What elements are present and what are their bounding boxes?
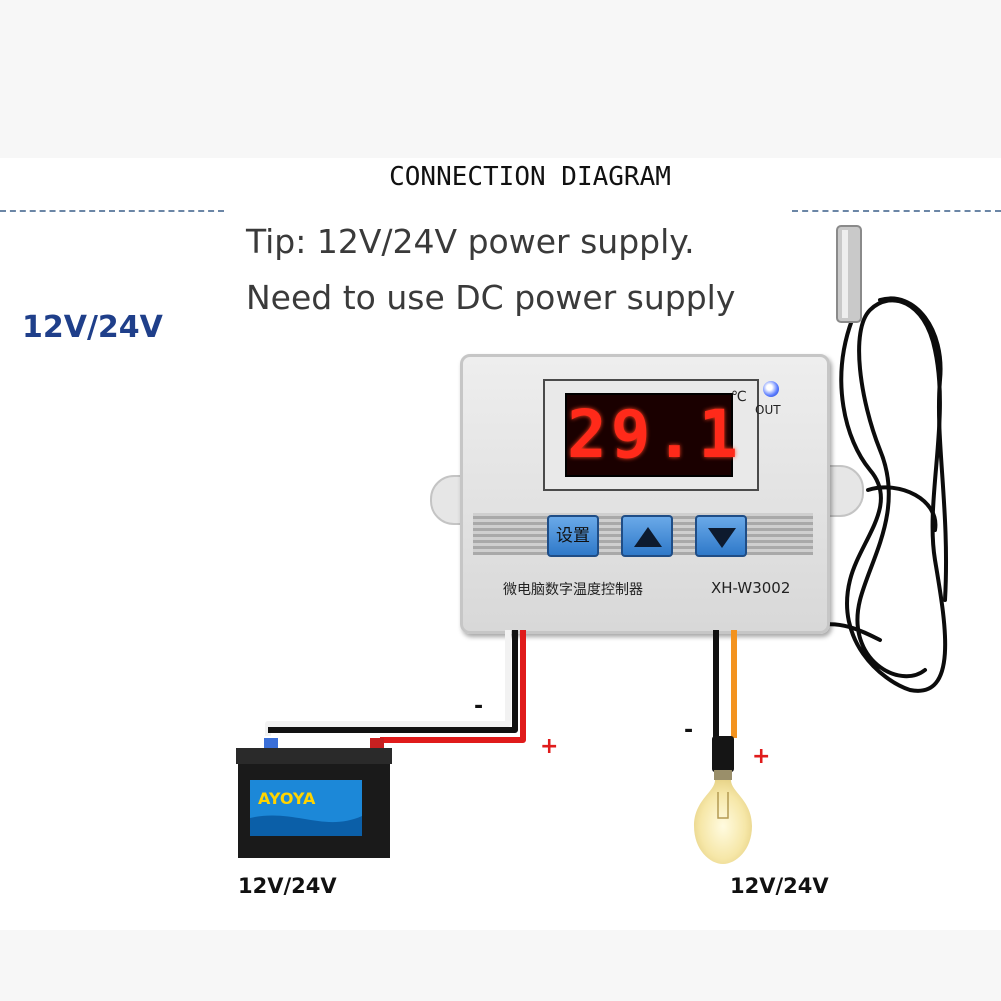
- battery-label-swoosh: [250, 815, 362, 836]
- down-button[interactable]: [695, 515, 747, 557]
- model-name-cn: 微电脑数字温度控制器: [503, 582, 643, 598]
- model-code: XH-W3002: [711, 579, 791, 597]
- battery-brand-text: AYOYA: [258, 789, 316, 808]
- load-minus-sign: -: [684, 718, 694, 743]
- top-background-band: [0, 0, 1001, 158]
- battery-terminal-positive: [370, 738, 384, 750]
- bulb-filament: [717, 792, 729, 819]
- battery-plus-sign: +: [540, 734, 559, 759]
- out-indicator-led: [763, 381, 779, 397]
- right-dashed-divider: [792, 210, 1001, 212]
- set-button[interactable]: 设置: [547, 515, 599, 557]
- battery-voltage-label: 12V/24V: [238, 874, 337, 898]
- load-plus-sign: +: [752, 744, 771, 769]
- battery-terminal-negative: [264, 738, 278, 750]
- tip-line-2: Need to use DC power supply: [246, 278, 736, 317]
- battery: AYOYA: [236, 738, 392, 858]
- led-display: 29.1: [565, 393, 742, 477]
- light-bulb: [694, 736, 752, 864]
- bottom-background-band: [0, 930, 1001, 1001]
- voltage-label-left: 12V/24V: [22, 310, 163, 345]
- bulb-glass: [694, 780, 752, 864]
- load-wires: [713, 630, 737, 738]
- out-label: OUT: [755, 403, 781, 417]
- battery-lid: [236, 748, 392, 764]
- battery-minus-sign: -: [474, 694, 484, 719]
- display-frame: 29.1: [543, 379, 759, 491]
- tip-box: [228, 204, 788, 346]
- temperature-controller: 29.1 ℃ OUT 设置 微电脑数字温度控制器 XH-W3002: [460, 354, 830, 634]
- arrow-down-icon: [708, 528, 736, 548]
- tip-line-1: Tip: 12V/24V power supply.: [246, 222, 695, 261]
- celsius-unit: ℃: [731, 389, 747, 405]
- bulb-socket: [712, 736, 734, 772]
- load-voltage-label: 12V/24V: [730, 874, 829, 898]
- diagram-title: CONNECTION DIAGRAM: [389, 162, 671, 192]
- temperature-readout: 29.1: [567, 396, 742, 473]
- probe-tip-highlight: [842, 230, 848, 318]
- power-wire-red: [380, 630, 526, 743]
- up-button[interactable]: [621, 515, 673, 557]
- power-wires: [265, 630, 526, 743]
- arrow-up-icon: [634, 527, 662, 547]
- left-dashed-divider: [0, 210, 224, 212]
- power-wire-black: [268, 630, 518, 733]
- power-wire-white: [265, 630, 511, 736]
- bulb-base: [714, 770, 732, 780]
- probe-cable: [813, 296, 949, 693]
